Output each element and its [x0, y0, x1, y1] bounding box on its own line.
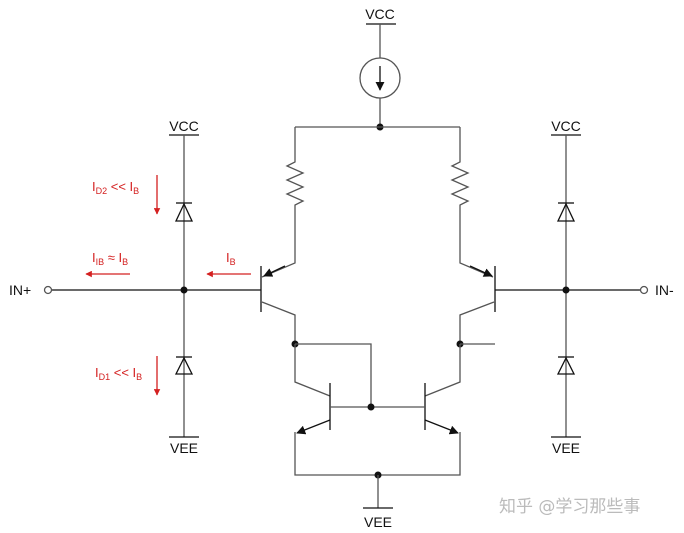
resistor-right	[450, 127, 494, 278]
in-minus-label: IN-	[655, 282, 674, 298]
in-plus-terminal	[43, 285, 53, 295]
resistor-left	[261, 127, 305, 278]
transistor-q1	[260, 266, 296, 344]
vee-right-label: VEE	[552, 440, 580, 456]
current-source: VCC	[295, 6, 460, 131]
input-protection-left: VCC VEE IN+	[9, 118, 261, 456]
id2-label: ID2 << IB	[92, 179, 139, 196]
in-plus-label: IN+	[9, 282, 31, 298]
iib-label: IIB ≈ IB	[92, 250, 128, 267]
current-annotations: ID2 << IB IIB ≈ IB IB ID1 << IB	[85, 175, 251, 396]
vcc-left-label: VCC	[169, 118, 199, 134]
vee-left-label: VEE	[170, 440, 198, 456]
watermark: 知乎 @学习那些事	[499, 497, 640, 517]
current-mirror: VEE	[291, 340, 495, 530]
id1-label: ID1 << IB	[95, 365, 142, 382]
transistor-q2	[459, 266, 496, 344]
vee-bottom-label: VEE	[364, 514, 392, 530]
ib-label: IB	[226, 250, 236, 267]
vcc-top-label: VCC	[365, 6, 395, 22]
input-protection-right: VCC VEE IN-	[495, 118, 674, 456]
in-minus-terminal	[639, 285, 649, 295]
vcc-right-label: VCC	[551, 118, 581, 134]
